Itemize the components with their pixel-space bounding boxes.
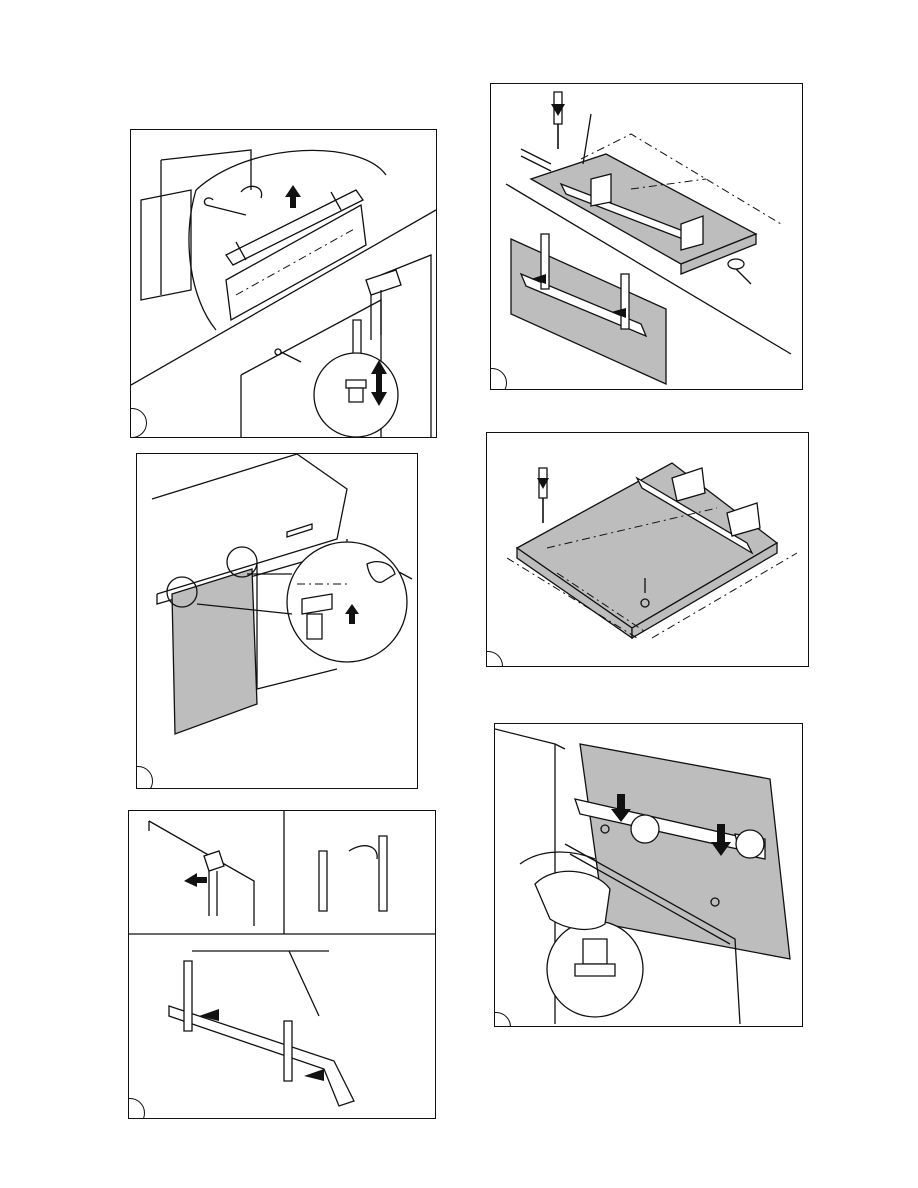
- door-mounting-adjust-illustration: [495, 724, 802, 1026]
- bracket-spacers-illustration: [129, 811, 435, 1118]
- bracket-screw-fixing-illustration: [491, 84, 802, 389]
- panel-d: [486, 432, 809, 667]
- panel-f: [494, 723, 803, 1027]
- panel-b: [490, 83, 803, 390]
- door-hinge-alignment-illustration: [137, 454, 417, 788]
- panel-a: [130, 129, 437, 438]
- hinge-bracket-adjust-illustration: [131, 130, 436, 437]
- panel-c: [136, 453, 418, 789]
- door-panel-template-illustration: [487, 433, 808, 666]
- panel-e: [128, 810, 436, 1119]
